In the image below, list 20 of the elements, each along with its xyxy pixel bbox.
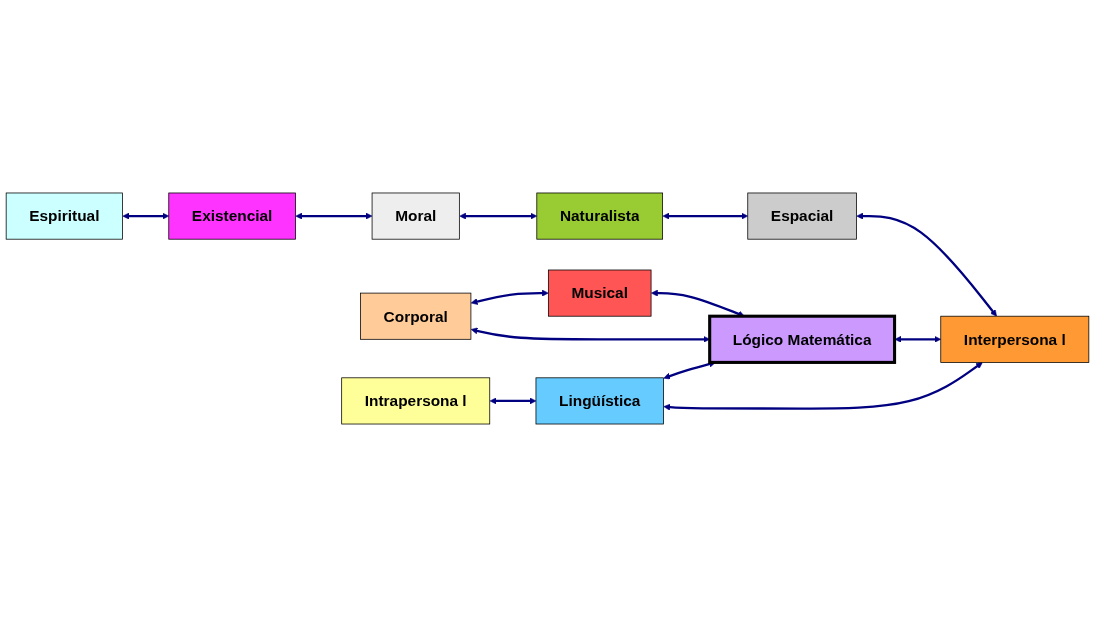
arrow	[122, 212, 170, 220]
arrow	[489, 397, 537, 405]
node-box: Intrapersona l	[341, 377, 491, 425]
arrow	[663, 362, 983, 411]
arrow	[662, 212, 749, 220]
node-box: Interpersona l	[940, 315, 1090, 363]
node-box: Espiritual	[5, 192, 123, 240]
arrow	[663, 360, 716, 380]
node-box: Existencial	[168, 192, 296, 240]
arrow	[459, 212, 538, 220]
node-box: Moral	[371, 192, 460, 240]
arrow	[856, 212, 997, 317]
node-box: Lógico Matemática	[708, 314, 897, 364]
node-box: Espacial	[747, 192, 857, 240]
node-box: Musical	[548, 269, 652, 317]
node-box: Lingüística	[535, 377, 664, 425]
node-box: Corporal	[360, 292, 472, 340]
node-box: Naturalista	[536, 192, 663, 240]
arrow	[295, 212, 373, 220]
arrow	[470, 289, 549, 305]
